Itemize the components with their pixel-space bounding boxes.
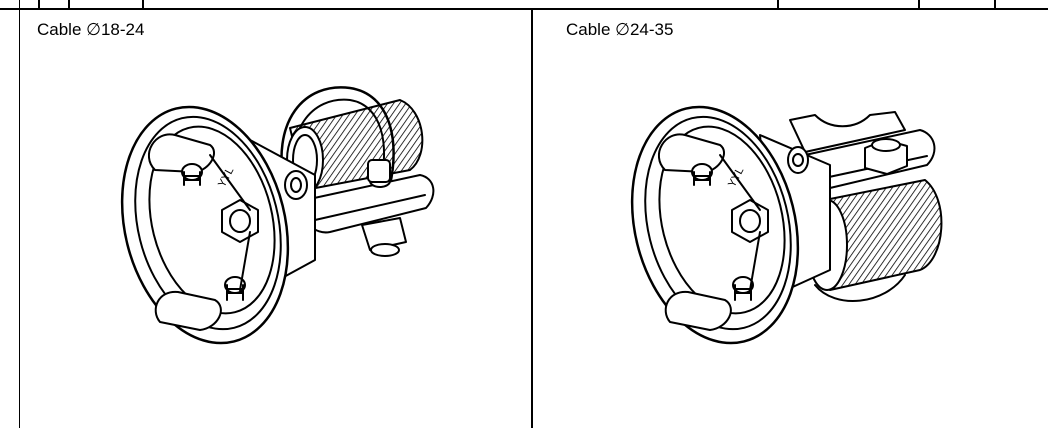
cable-clamp-drawing-small: YYL	[120, 86, 435, 345]
panel-divider	[531, 8, 533, 428]
left-border	[19, 0, 20, 428]
panel-caption-left: Cable ∅18-24	[37, 20, 145, 39]
table-header-bottom-border	[0, 8, 1048, 10]
table-divider	[994, 0, 996, 9]
panel-caption-right: Cable ∅24-35	[566, 20, 674, 39]
table-divider	[918, 0, 920, 9]
table-divider	[38, 0, 40, 9]
table-divider	[68, 0, 70, 9]
cable-clamp-drawing-large: YYL	[630, 105, 943, 345]
table-divider	[142, 0, 144, 9]
table-divider	[777, 0, 779, 9]
